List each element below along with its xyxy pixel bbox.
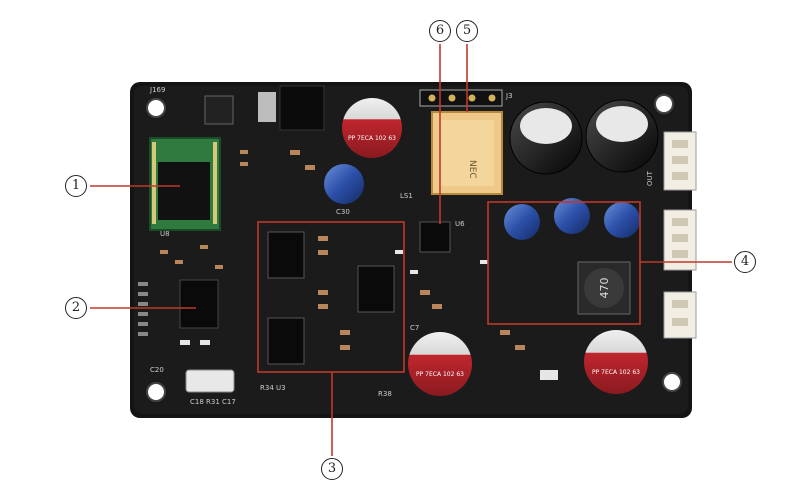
u6-chip (419, 221, 451, 253)
inductor: 470 (577, 261, 631, 315)
red-caps: PP 7ECA 102 63 PP 7ECA 102 63 PP 7ECA 10… (342, 98, 648, 396)
bluetooth-module: U8 (149, 137, 221, 238)
black-caps (509, 99, 659, 175)
blue-caps (324, 164, 640, 240)
c7-label: C7 (410, 324, 419, 332)
ls1-label: LS1 (400, 192, 413, 200)
u6-label: U6 (455, 220, 465, 228)
callout-6: 6 (429, 20, 451, 42)
top-left-label: J169 (149, 86, 165, 94)
cap-big-1-label: PP 7ECA 102 63 (416, 371, 464, 378)
opamp-chips (267, 231, 395, 365)
cap-big-2-label: PP 7ECA 102 63 (592, 369, 640, 376)
con-label: J3 (505, 92, 513, 100)
callout-1: 1 (65, 175, 87, 197)
callout-4: 4 (734, 251, 756, 273)
smd-parts (160, 150, 525, 350)
left-header (138, 282, 148, 336)
c30-label: C30 (336, 208, 350, 216)
cap-mid-label: PP 7ECA 102 63 (348, 135, 396, 142)
highlight-boxes (257, 201, 641, 373)
highlight-box-4 (487, 201, 641, 325)
antenna-pad (204, 95, 234, 125)
relay-label: NEC (467, 160, 477, 179)
leader-lines (90, 44, 732, 456)
pin-header (419, 89, 503, 107)
crystal (185, 369, 235, 393)
highlight-box-3 (257, 221, 405, 373)
callout-3: 3 (321, 458, 343, 480)
r-label-1: C18 R31 C17 (190, 398, 236, 406)
callout-5: 5 (456, 20, 478, 42)
right-connectors (663, 131, 697, 339)
callout-2: 2 (65, 297, 87, 319)
r-label-2: R34 U3 (260, 384, 286, 392)
c20-label: C20 (150, 366, 164, 374)
inductor-label: 470 (598, 278, 611, 299)
module-label: U8 (160, 230, 170, 238)
out-label: OUT (646, 170, 654, 186)
white-smd (180, 250, 558, 380)
r-label-3: R38 (378, 390, 392, 398)
dac-chip (179, 279, 219, 329)
regulator (258, 85, 325, 131)
relay: NEC (431, 111, 503, 195)
